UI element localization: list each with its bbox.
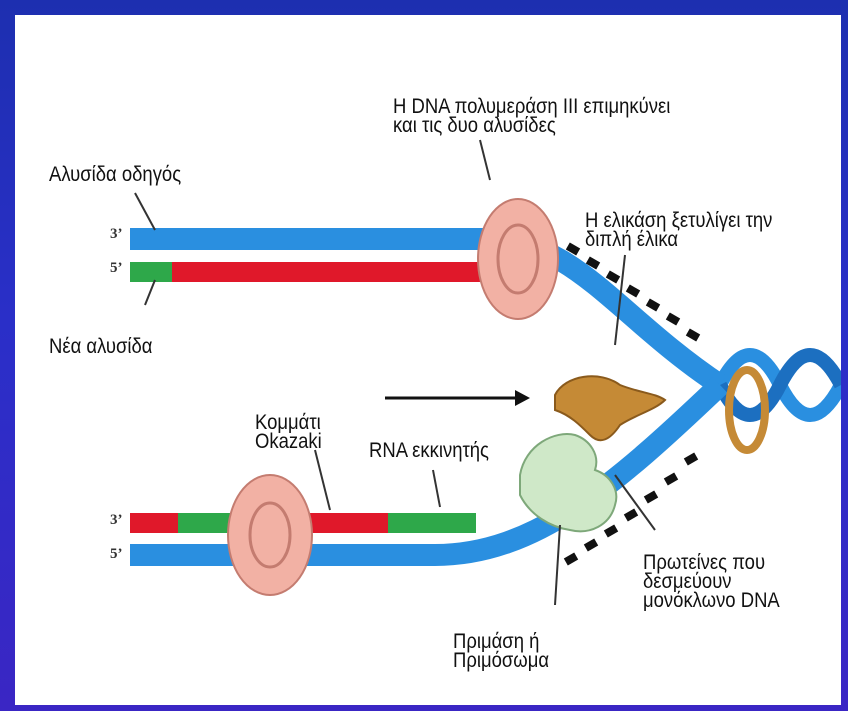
ssb-label: Πρωτείνες που δεσμεύουν μονόκλωνο DNA (643, 553, 780, 610)
fork-direction-arrow (385, 390, 530, 406)
top-rna-primer (130, 262, 172, 282)
top-5-prime-label: 5’ (110, 261, 123, 276)
slide-canvas: 3’ 5’ 3’ 5’ Η DNA πολυμεράση ΙΙΙ επιμηκύ… (15, 15, 841, 705)
bottom-5-prime-label: 5’ (110, 547, 123, 562)
leading-strand-label: Αλυσίδα οδηγός (49, 165, 181, 184)
polymerase-ring-bottom (228, 475, 312, 595)
rna-primer-label: RNA εκκινητής (369, 441, 489, 460)
okazaki-fragment-1 (130, 513, 178, 533)
okazaki-label: Κομμάτι Okazaki (255, 413, 322, 451)
bottom-3-prime-label: 3’ (110, 513, 123, 528)
top-3-prime-label: 3’ (110, 227, 123, 242)
top-template-strand (130, 239, 720, 385)
polymerase-label: Η DNA πολυμεράση ΙΙΙ επιμηκύνει και τις … (393, 97, 670, 135)
primase-label: Πριμάση ή Πριμόσωμα (453, 632, 549, 670)
new-strand-label: Νέα αλυσίδα (49, 337, 152, 356)
helicase-label: Η ελικάση ξετυλίγει την διπλή έλικα (585, 211, 772, 249)
helicase-protein (555, 376, 665, 440)
polymerase-ring-top (478, 199, 558, 319)
rna-primer-2 (388, 513, 476, 533)
primase-protein (520, 434, 616, 531)
leader-lines (135, 140, 655, 605)
double-helix (720, 355, 841, 415)
